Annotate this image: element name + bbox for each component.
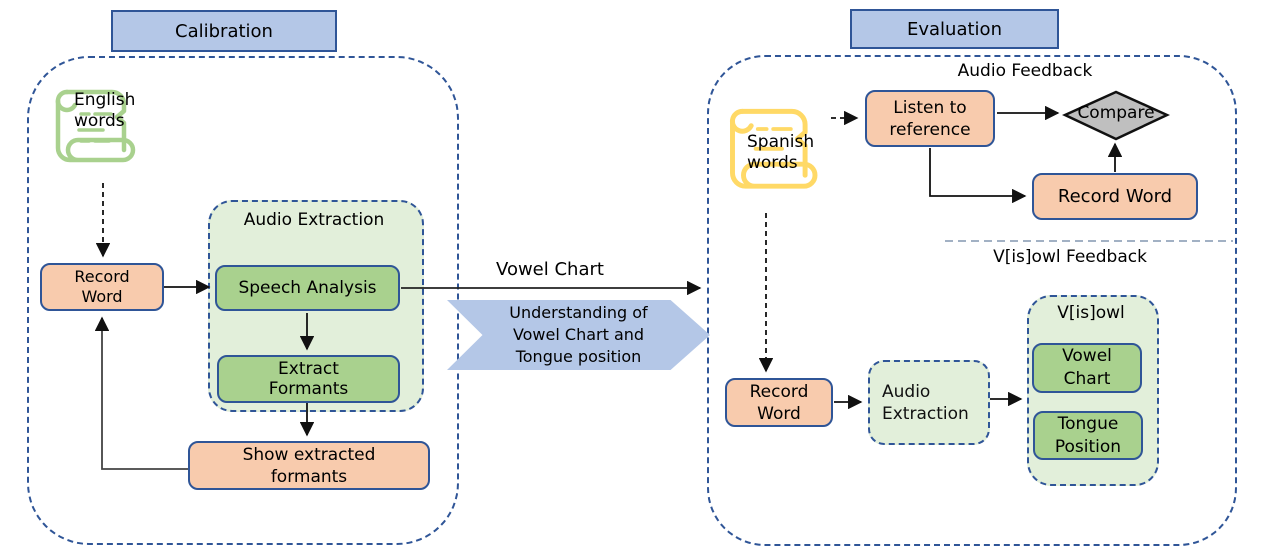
show-extracted-formants-node: Show extracted formants [188,441,430,490]
understanding-banner: Understanding of Vowel Chart and Tongue … [447,300,710,370]
extract-formants-node: Extract Formants [217,355,400,403]
audio-feedback-label: Audio Feedback [957,61,1093,81]
banner-line-3: Tongue position [515,347,642,366]
listen-to-reference-node: Listen to reference [865,90,995,147]
tongue-position-node: Tongue Position [1033,411,1143,460]
banner-line-1: Understanding of [509,303,648,322]
banner-line-2: Vowel Chart and [512,325,645,344]
spanish-words-label: Spanish words [747,132,815,173]
english-words-label: English words [74,90,136,131]
vowel-chart-node: Vowel Chart [1032,343,1142,393]
evaluation-title: Evaluation [850,9,1059,49]
record-word-node-visowl: Record Word [725,378,833,427]
calibration-title: Calibration [111,10,337,52]
record-word-node-audiofeedback: Record Word [1032,173,1198,220]
evaluation-section-container [707,55,1237,546]
record-word-node-calibration: Record Word [40,263,164,311]
audio-extraction-node-evaluation: Audio Extraction [868,360,990,445]
speech-analysis-node: Speech Analysis [215,265,400,311]
compare-label: Compare [1077,103,1155,123]
vowel-chart-arrow-label: Vowel Chart [496,259,604,280]
visowl-group-label: V[is]owl [1057,303,1125,323]
audio-extraction-group-label: Audio Extraction [243,210,385,230]
visowl-feedback-label: V[is]owl Feedback [993,247,1147,267]
